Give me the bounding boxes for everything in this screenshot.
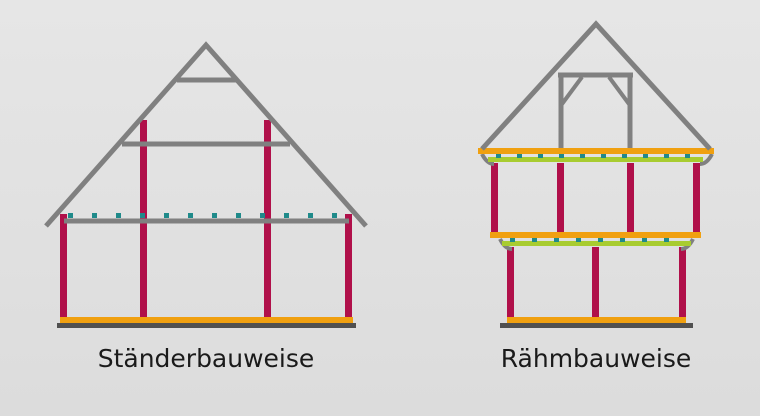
post [679, 247, 686, 317]
joist [580, 154, 585, 158]
post [557, 163, 564, 232]
joist [68, 213, 73, 218]
rahm-beam [478, 148, 714, 154]
brace [560, 75, 584, 106]
joist [116, 213, 121, 218]
bracket [498, 238, 513, 251]
joist [664, 238, 669, 242]
brace [607, 75, 631, 106]
sill-beam [60, 317, 353, 323]
joist [212, 213, 217, 218]
joist [332, 213, 337, 218]
bracket [680, 238, 695, 251]
joist [517, 154, 522, 158]
ground-line [500, 323, 693, 328]
joist [92, 213, 97, 218]
joist [308, 213, 313, 218]
joist [622, 154, 627, 158]
joist [664, 154, 669, 158]
post [507, 247, 514, 317]
post [592, 247, 599, 317]
joist [140, 213, 145, 218]
joist-row [496, 154, 690, 158]
joist [538, 154, 543, 158]
joist [601, 154, 606, 158]
floor-beam [502, 241, 691, 246]
joist [554, 238, 559, 242]
joist [510, 238, 515, 242]
joist [642, 238, 647, 242]
rahmbauweise-frame [478, 20, 714, 328]
post [491, 163, 498, 232]
joist [496, 154, 501, 158]
joist [643, 154, 648, 158]
joist-row [510, 238, 669, 242]
caption-rahmbauweise: Rähmbauweise [500, 344, 692, 373]
rafters [44, 41, 368, 228]
joist [236, 213, 241, 218]
floor-beam [488, 157, 703, 162]
post [60, 214, 67, 317]
joist [620, 238, 625, 242]
post [345, 214, 352, 317]
joist-row [68, 213, 337, 218]
post [627, 163, 634, 232]
sill-beam [507, 317, 686, 323]
bracket [699, 153, 714, 166]
rahm-beam [490, 232, 701, 238]
standerbauweise-frame [44, 41, 368, 328]
joist [532, 238, 537, 242]
joist [559, 154, 564, 158]
caption-standerbauweise: Ständerbauweise [97, 344, 315, 373]
joist [598, 238, 603, 242]
joist [260, 213, 265, 218]
joist [576, 238, 581, 242]
ground-line [57, 323, 356, 328]
rafters [480, 20, 712, 151]
joist [188, 213, 193, 218]
bracket [480, 153, 495, 166]
joist [284, 213, 289, 218]
post [693, 163, 700, 232]
joist [685, 154, 690, 158]
joist [164, 213, 169, 218]
